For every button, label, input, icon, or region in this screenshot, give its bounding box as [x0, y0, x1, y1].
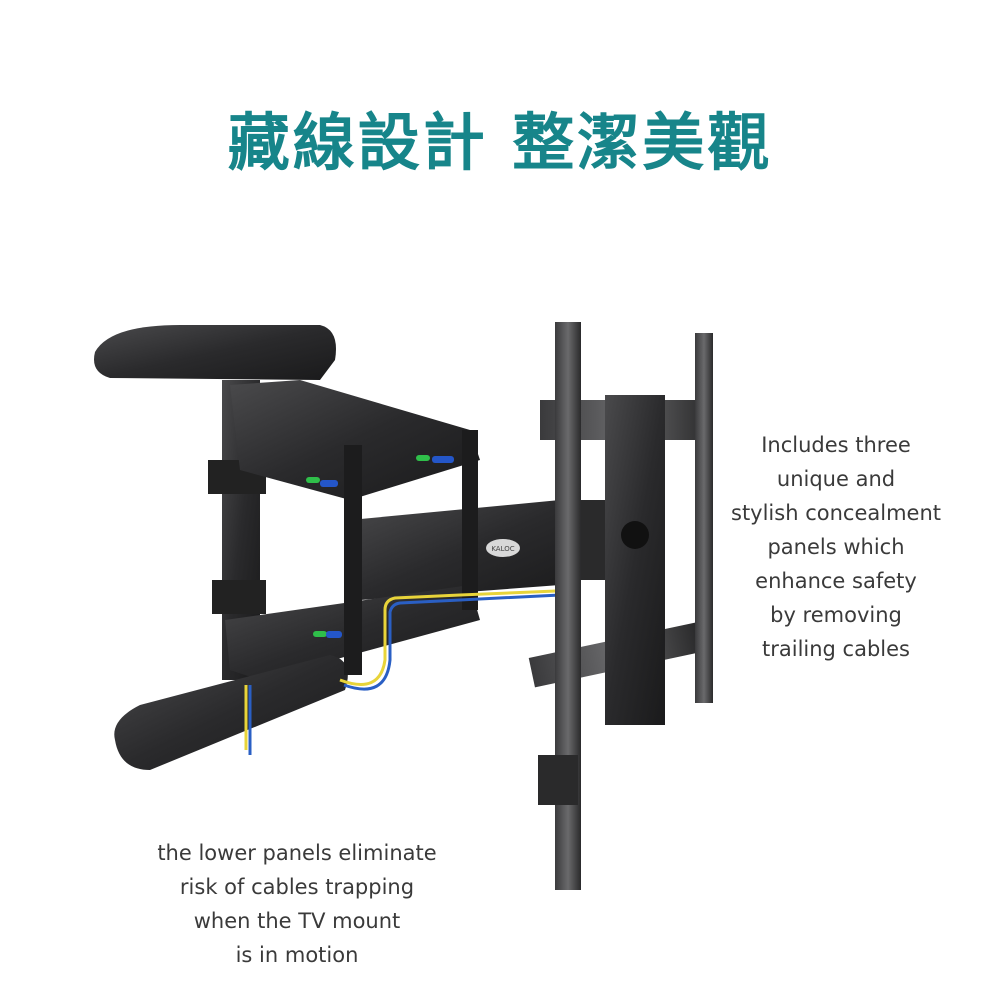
cables	[244, 588, 581, 755]
brand-logo: KALOC	[491, 545, 514, 553]
top-concealment-panel	[94, 325, 336, 380]
caption-line: unique and	[776, 467, 896, 491]
caption-line: trailing cables	[762, 637, 910, 661]
caption-line: when the TV mount	[193, 909, 401, 933]
right-caption: Includes three unique and stylish concea…	[718, 428, 954, 666]
caption-line: by removing	[770, 603, 902, 627]
caption-line: the lower panels eliminate	[157, 841, 437, 865]
caption-line: panels which	[767, 535, 905, 559]
tv-bracket	[528, 322, 713, 890]
caption-line: risk of cables trapping	[179, 875, 415, 899]
indicator-lights	[306, 455, 454, 638]
caption-line: stylish concealment	[731, 501, 941, 525]
caption-line: is in motion	[235, 943, 359, 967]
caption-line: Includes three	[761, 433, 911, 457]
upper-arm	[230, 380, 480, 500]
page-title: 藏線設計 整潔美觀	[227, 106, 773, 179]
bottom-concealment-panel	[114, 655, 348, 770]
caption-line: enhance safety	[755, 569, 917, 593]
left-caption: the lower panels eliminate risk of cable…	[138, 836, 456, 972]
